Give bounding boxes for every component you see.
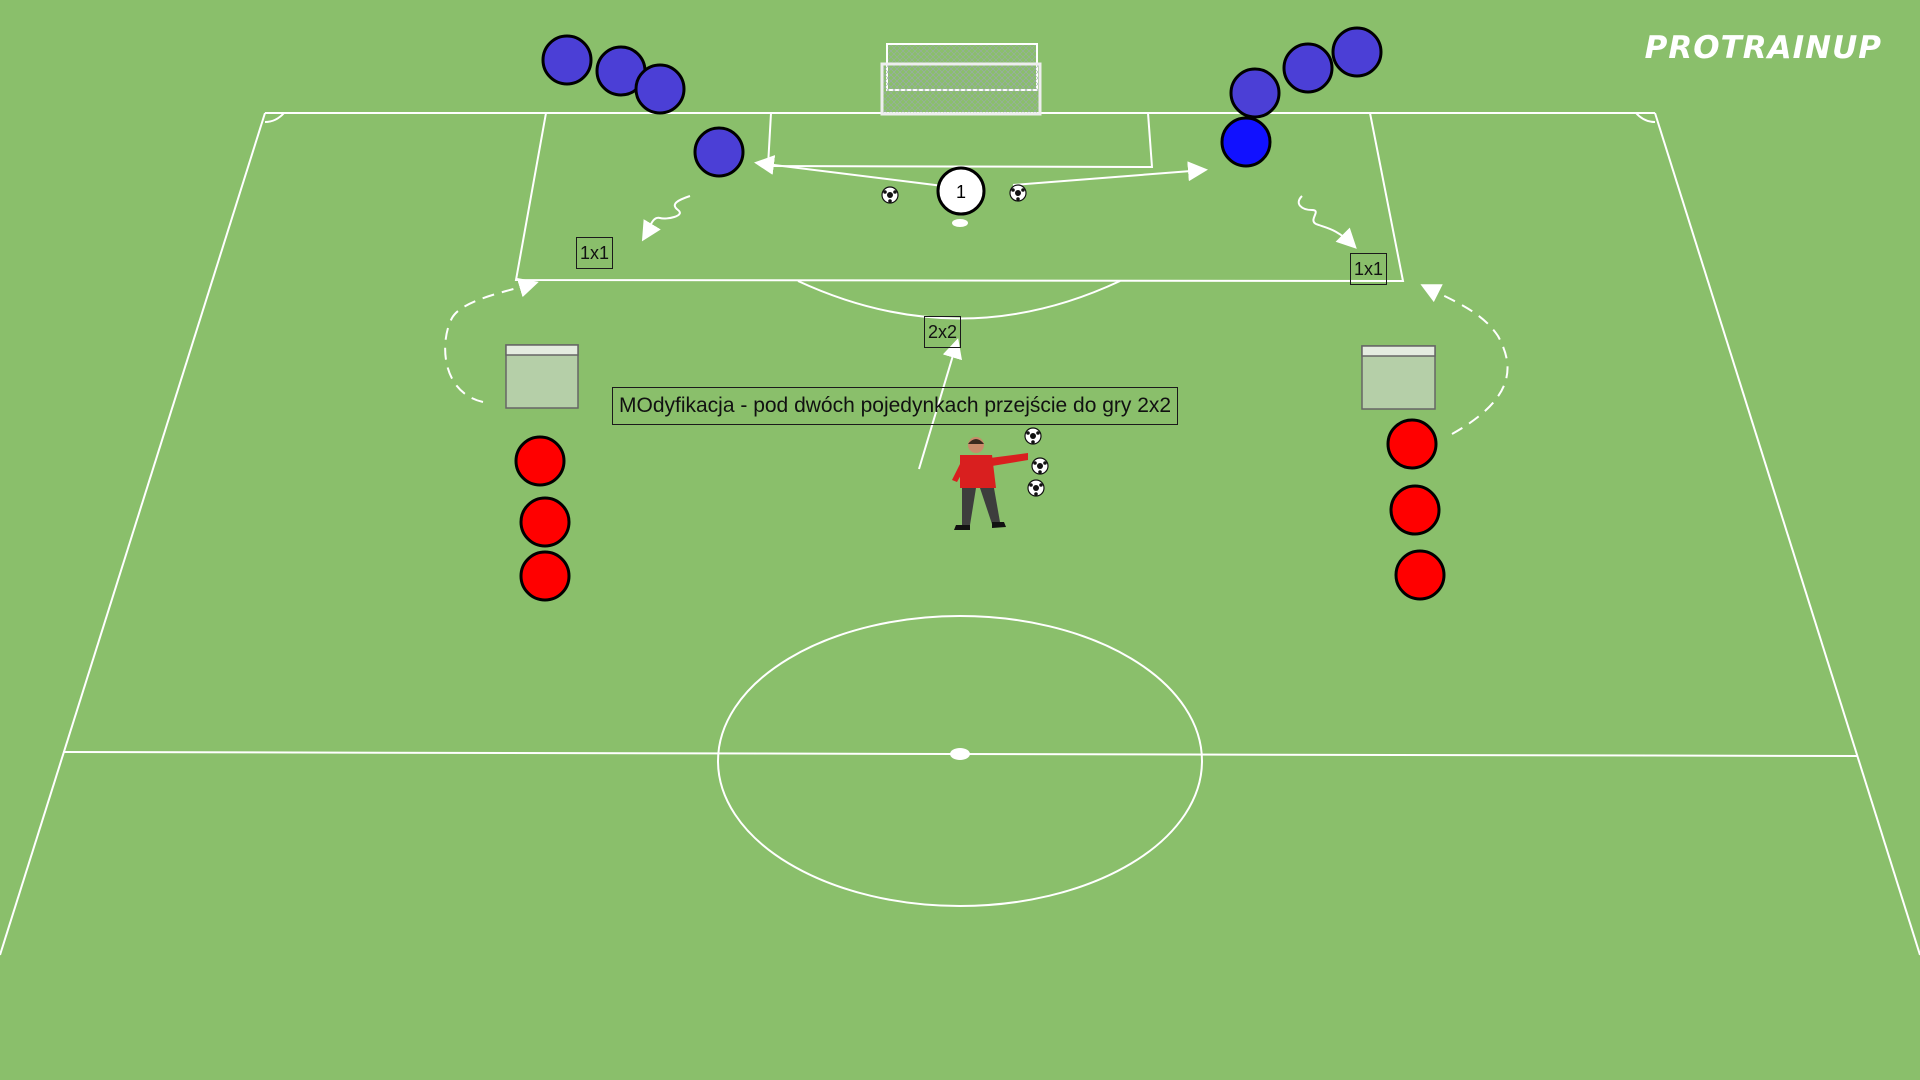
ball-icon [1027,479,1045,497]
player-marker-icon [514,435,566,487]
run-arrow-right [1420,284,1509,435]
ball-icon [1009,184,1027,202]
penalty-area [514,112,1405,283]
player-marker-icon [1282,42,1334,94]
corner-arc-left [264,112,285,123]
goal-area [766,112,1154,169]
goalkeeper-icon [952,437,1028,530]
coach-marker-icon: 1 [936,166,986,216]
modification-note: MOdyfikacja - pod dwóch pojedynkach prze… [612,387,1179,425]
small-game-label: 2x2 [924,316,962,348]
duel-label-right: 1x1 [1350,253,1388,285]
player-marker-icon [519,496,571,548]
player-marker-icon [541,34,593,86]
red-team [514,418,1446,602]
pass-arrow-right [1012,161,1208,186]
penalty-spot [952,219,968,227]
player-marker-icon [519,550,571,602]
field-lines [0,112,1920,956]
penalty-arc [797,280,1121,320]
player-marker-icon [1389,484,1441,536]
player-marker-icon [1220,116,1272,168]
ball-icon [881,186,899,204]
pass-arrow-left [754,155,944,187]
blue-team [541,26,1383,178]
ball-icon [1031,457,1049,475]
mini-goal-icon [505,344,579,409]
center-spot [950,748,970,760]
player-marker-icon [634,63,686,115]
player-marker-icon [693,126,745,178]
player-marker-icon [1229,67,1281,119]
player-marker-icon [1331,26,1383,78]
center-circle [717,615,1203,907]
player-marker-icon [1394,549,1446,601]
ball-icon [1024,427,1042,445]
mini-goal-icon [1361,345,1436,410]
run-arrow-left [444,278,539,403]
dribble-arrow-left [641,195,691,242]
duel-label-left: 1x1 [576,237,614,269]
sideline-right [1654,112,1920,956]
corner-arc-right [1635,112,1656,123]
dribble-arrow-right [1297,195,1357,249]
goal-icon [880,43,1042,116]
play-arrow-2x2 [918,338,962,470]
sideline-left [0,112,266,956]
protrainup-logo: PROTRAINUP [1644,30,1882,66]
player-marker-icon [1386,418,1438,470]
coach-number: 1 [956,182,966,202]
